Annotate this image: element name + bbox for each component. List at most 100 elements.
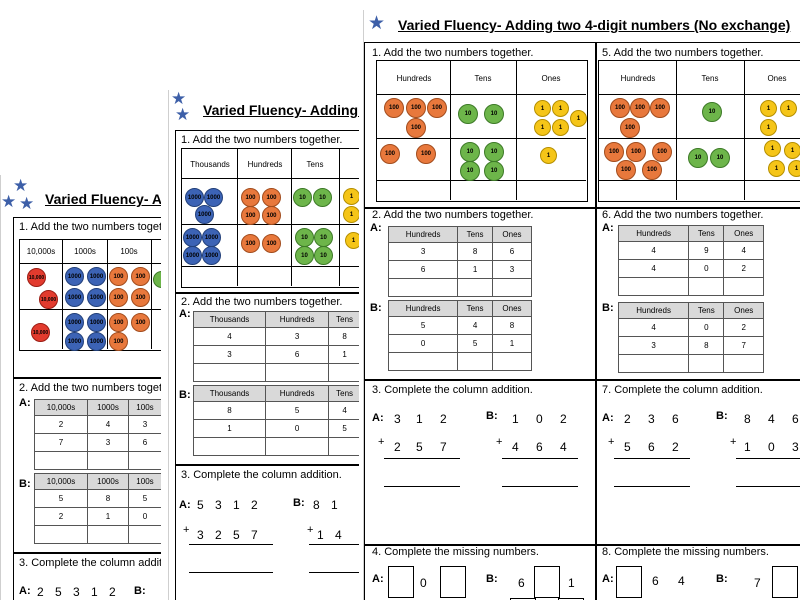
missing-digit-box[interactable] [616,566,642,598]
column-header: Ones [767,74,787,83]
missing-digit-box[interactable] [534,566,560,598]
question-7-title: 7. Complete the column addition. [602,384,763,396]
column-header: 100s [120,247,138,256]
part-b-label: B: [293,497,305,509]
hundred-counter: 100 [610,98,630,118]
hundred-counter: 100 [262,206,281,225]
hundred-counter: 100 [109,267,128,286]
question-8-title: 8. Complete the missing numbers. [602,546,769,558]
worksheet-title: Varied Fluency- Adding two 4-digit numbe… [398,17,791,33]
digit: 2 [560,412,567,426]
digit: 8 [313,498,320,512]
hundred-counter: 100 [109,313,128,332]
one-counter: 1 [760,119,777,136]
digit: 6 [518,576,525,590]
missing-digit-box[interactable] [558,598,584,600]
question-2-title: 2. Add the two numbers together. [372,209,534,221]
digit: 7 [440,440,447,454]
column-header: Tens [701,74,719,83]
digit: 2 [394,440,401,454]
digit: 3 [215,498,222,512]
missing-digit-box[interactable] [440,566,466,598]
hundred-counter: 100 [131,313,150,332]
column-header: Hundreds [247,160,283,169]
hundred-counter: 100 [241,206,260,225]
digit: 3 [73,585,80,599]
hundred-counter: 100 [384,98,404,118]
question-6-box [595,207,800,381]
digit: 1 [317,528,324,542]
hundred-counter: 100 [604,142,624,162]
digit: 4 [678,574,685,588]
digit: 5 [197,498,204,512]
column-header: Thousands [190,160,230,169]
thousand-counter: 1000 [183,246,202,265]
digit: 6 [672,412,679,426]
part-a-label: A: [602,412,614,424]
part-b-label: B: [19,478,31,490]
one-counter: 1 [552,100,569,117]
hundred-counter: 100 [241,188,260,207]
one-counter: 1 [343,188,359,205]
part-a-label: A: [370,222,382,234]
thousand-counter: 1000 [65,267,84,286]
hundred-counter: 100 [109,288,128,307]
plus-sign: + [307,524,314,536]
question-5-box [595,42,800,209]
missing-digit-box[interactable] [388,566,414,598]
worksheet-title: Varied Fluency- Adding two 5-digit numbe… [45,191,161,207]
part-a-label: A: [372,412,384,424]
one-counter: 1 [764,140,781,157]
ten-counter: 10 [702,102,722,122]
column-header: 10,000s [26,247,56,256]
question-2-box [175,292,359,466]
missing-digit-box[interactable] [772,566,798,598]
part-a-label: A: [179,308,191,320]
hundred-counter: 100 [620,118,640,138]
part-b-label: B: [134,585,146,597]
hundred-counter: 100 [416,144,436,164]
digit: 4 [768,412,775,426]
ten-counter: 10 [295,228,314,247]
ten-counter: 10 [458,104,478,124]
ten-counter: 10 [484,142,504,162]
ten-counter: 10 [295,246,314,265]
worksheet-page-5-digit: ★ ★ ★ Varied Fluency- Adding two 5-digit… [0,175,161,600]
digit: 3 [648,412,655,426]
missing-digit-box[interactable] [510,598,536,600]
plus-sign: + [183,524,190,536]
digit: 3 [394,412,401,426]
question-3-title: 3. Complete the column addition. [181,469,342,481]
digit: 1 [744,440,751,454]
hundred-counter: 100 [642,160,662,180]
thousand-counter: 1000 [202,228,221,247]
thousand-counter: 1000 [65,288,84,307]
question-5-title: 5. Add the two numbers together. [602,47,764,59]
hundred-counter: 100 [380,144,400,164]
place-value-chart [19,239,161,351]
part-b-label: B: [370,302,382,314]
question-3-box [13,552,161,600]
plus-sign: + [608,436,615,448]
part-a-label: A: [19,397,31,409]
digit: 5 [416,440,423,454]
question-1-box [175,130,359,294]
hundred-counter: 100 [406,98,426,118]
digit: 2 [37,585,44,599]
place-value-chart [598,60,800,202]
digit: 0 [768,440,775,454]
ten-counter: 10 [484,161,504,181]
part-b-label: B: [716,573,728,585]
ten-counter: 10 [460,142,480,162]
digit: 1 [91,585,98,599]
question-1-box [364,42,597,209]
part-b-label: B: [716,410,728,422]
digit: 2 [440,412,447,426]
part-b-label: B: [602,302,614,314]
worksheet-page-hundreds: ★ Varied Fluency- Adding two 4-digit num… [363,10,800,600]
one-counter: 1 [534,100,551,117]
thousand-counter: 1000 [65,313,84,332]
column-header: Hundreds [620,74,656,83]
